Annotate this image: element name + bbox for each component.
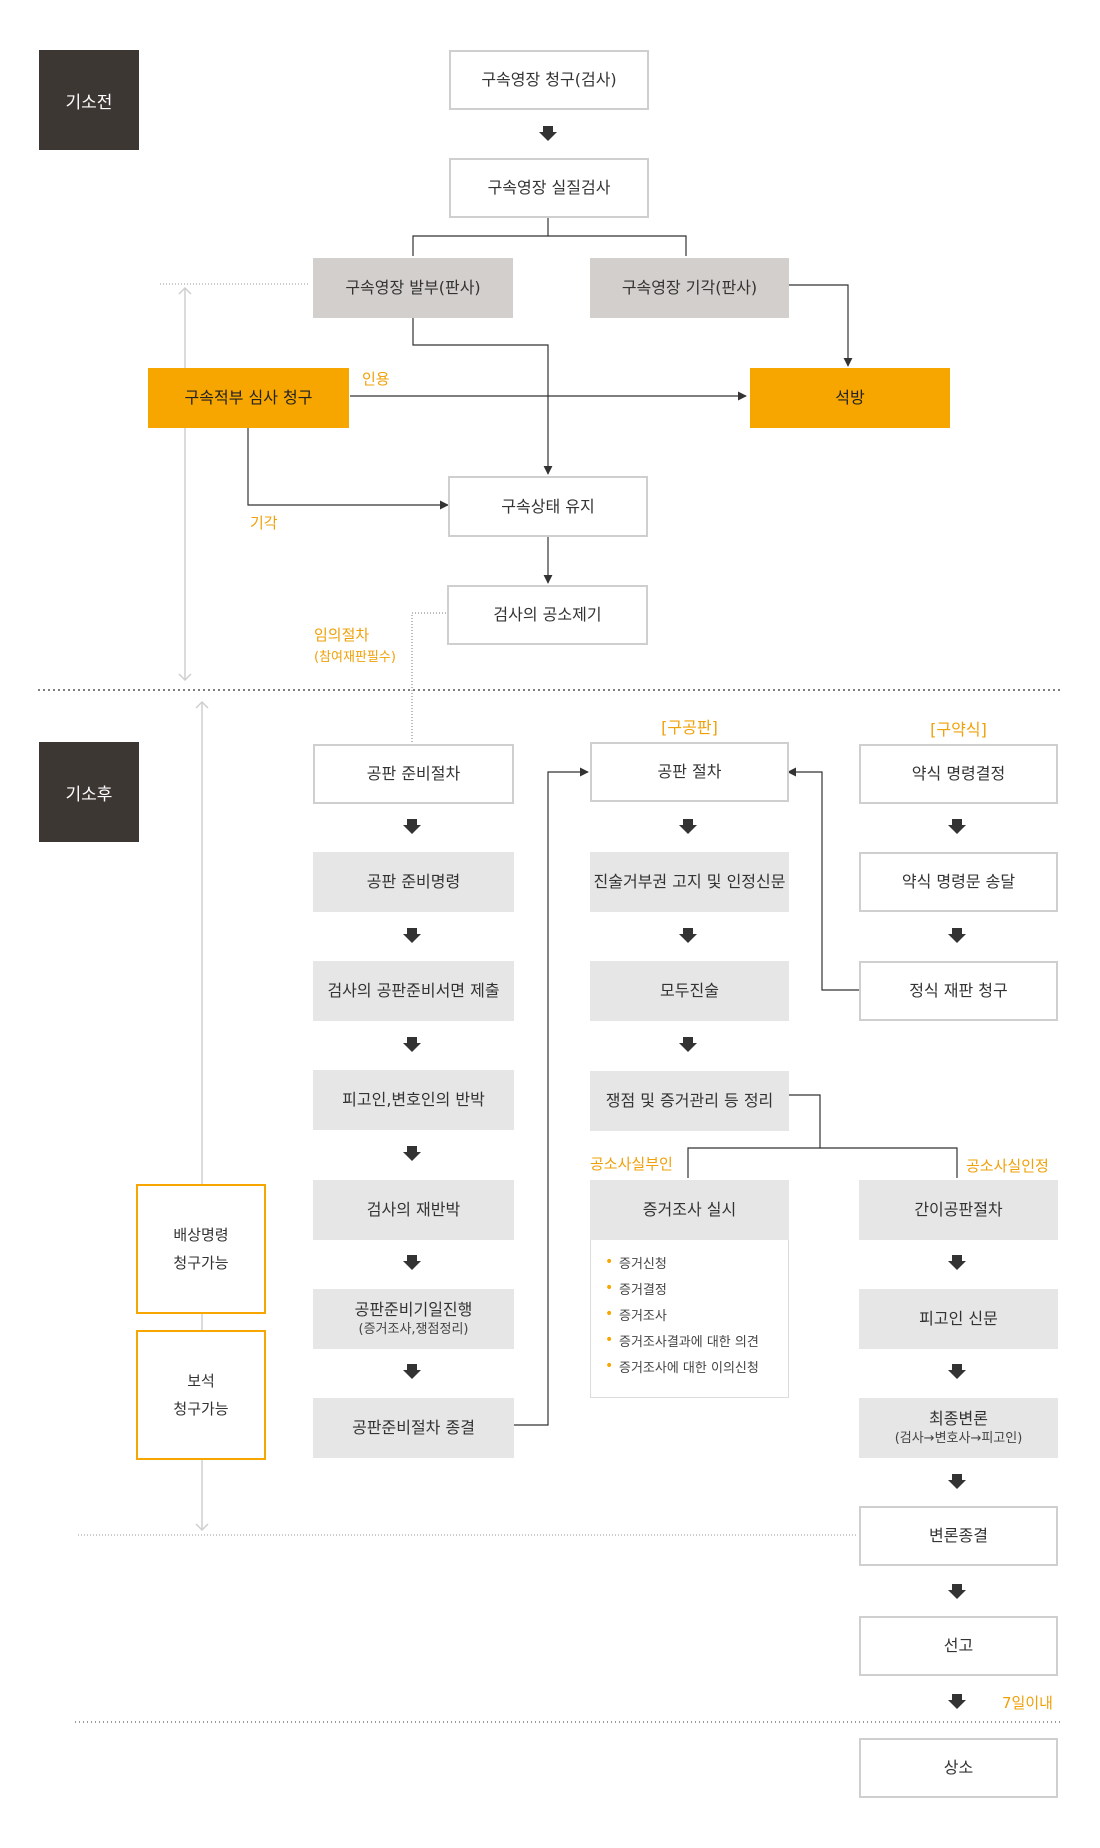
box-warrant-issued: 구속영장 발부(판사)	[313, 258, 513, 318]
label-jury-required: (참여재판필수)	[314, 650, 396, 665]
down-arrow-icon	[948, 1255, 966, 1270]
box-prep-prosecutor-submission: 검사의 공판준비서면 제출	[313, 961, 514, 1021]
box-trial-opening: 모두진술	[590, 961, 789, 1021]
bail-line2: 청구가능	[173, 1400, 229, 1418]
down-arrow-icon	[679, 928, 697, 943]
box-final-argument: 최종변론 (검사→변호사→피고인)	[859, 1398, 1058, 1458]
down-arrow-icon	[403, 819, 421, 834]
label-deny-charges: 공소사실부인	[590, 1155, 673, 1173]
box-prep-hearing: 공판준비기일진행 (증거조사,쟁점정리)	[313, 1289, 514, 1349]
down-arrow-icon	[679, 819, 697, 834]
box-trial-procedure: 공판 절차	[590, 742, 789, 802]
box-appeal: 상소	[859, 1738, 1058, 1798]
evidence-item: 증거조사결과에 대한 의견	[605, 1327, 788, 1356]
line-prep-end-to-trial	[513, 767, 589, 1426]
box-trial-rights-notice: 진술거부권 고지 및 인정신문	[590, 852, 789, 912]
prep-hearing-detail: (증거조사,쟁점정리)	[358, 1322, 469, 1338]
down-arrow-icon	[403, 1255, 421, 1270]
down-arrow-icon	[948, 1364, 966, 1379]
final-argument-title: 최종변론	[929, 1409, 988, 1429]
label-optional-procedure: 임의절차	[314, 626, 370, 644]
down-arrow-icon	[948, 928, 966, 943]
line-dismissed-to-release	[788, 284, 853, 367]
down-arrow-icon	[539, 126, 557, 141]
down-arrow-icon	[948, 819, 966, 834]
down-arrow-icon	[948, 1694, 966, 1709]
box-bail: 보석 청구가능	[136, 1330, 266, 1460]
down-arrow-icon	[679, 1037, 697, 1052]
box-detention-maintained: 구속상태 유지	[448, 476, 648, 537]
line-dismissed-to-maintained	[247, 428, 449, 510]
box-prep-end: 공판준비절차 종결	[313, 1398, 514, 1458]
compensation-line1: 배상명령	[173, 1225, 229, 1244]
label-granted: 인용	[362, 370, 390, 388]
box-prosecution: 검사의 공소제기	[447, 585, 648, 645]
bail-line1: 보석	[187, 1371, 215, 1390]
down-arrow-icon	[403, 1037, 421, 1052]
label-admit-charges: 공소사실인정	[966, 1157, 1049, 1175]
down-arrow-icon	[948, 1474, 966, 1489]
box-prep-prosecutor-rebuttal: 검사의 재반박	[313, 1180, 514, 1240]
box-warrant-request: 구속영장 청구(검사)	[449, 50, 649, 110]
phase-after-indictment: 기소후	[39, 742, 139, 842]
header-trial: [구공판]	[661, 718, 718, 737]
box-formal-request: 정식 재판 청구	[859, 961, 1058, 1021]
line-formal-to-trial	[787, 767, 859, 991]
down-arrow-icon	[948, 1584, 966, 1599]
evidence-item: 증거조사	[605, 1301, 788, 1330]
box-prep-start: 공판 준비절차	[313, 744, 514, 804]
prep-hearing-title: 공판준비기일진행	[354, 1300, 473, 1320]
header-summary: [구약식]	[930, 720, 987, 739]
box-close-argument: 변론종결	[859, 1506, 1058, 1566]
final-argument-order: (검사→변호사→피고인)	[894, 1431, 1023, 1447]
box-warrant-review: 구속영장 실질검사	[449, 158, 649, 218]
box-summary-delivery: 약식 명령문 송달	[859, 852, 1058, 912]
down-arrow-icon	[403, 928, 421, 943]
box-sentence: 선고	[859, 1616, 1058, 1676]
line-prosecution-to-preparation	[411, 612, 446, 742]
down-arrow-icon	[403, 1364, 421, 1379]
box-defendant-exam: 피고인 신문	[859, 1289, 1058, 1349]
compensation-line2: 청구가능	[173, 1254, 229, 1272]
evidence-item-list: 증거신청 증거결정 증거조사 증거조사결과에 대한 의견 증거조사에 대한 이의…	[590, 1240, 789, 1398]
box-release: 석방	[750, 368, 950, 428]
box-trial-issues: 쟁점 및 증거관리 등 정리	[590, 1071, 789, 1131]
line-review-split	[412, 212, 549, 256]
box-prep-defense-rebuttal: 피고인,변호인의 반박	[313, 1070, 514, 1130]
evidence-item: 증거결정	[605, 1275, 788, 1304]
box-simplified-trial: 간이공판절차	[859, 1180, 1058, 1240]
phase-before-indictment: 기소전	[39, 50, 139, 150]
evidence-item: 증거조사에 대한 이의신청	[605, 1353, 788, 1382]
label-dismissed: 기각	[250, 514, 278, 532]
box-prep-order: 공판 준비명령	[313, 852, 514, 912]
box-compensation-order: 배상명령 청구가능	[136, 1184, 266, 1314]
box-detention-review: 구속적부 심사 청구	[148, 368, 349, 428]
down-arrow-icon	[403, 1146, 421, 1161]
box-evidence: 증거조사 실시	[590, 1180, 789, 1240]
box-summary-order: 약식 명령결정	[859, 744, 1058, 804]
evidence-item: 증거신청	[605, 1249, 788, 1278]
line-issued-to-maintained	[412, 318, 553, 475]
label-within-7-days: 7일이내	[1002, 1694, 1053, 1712]
box-warrant-dismissed: 구속영장 기각(판사)	[590, 258, 789, 318]
